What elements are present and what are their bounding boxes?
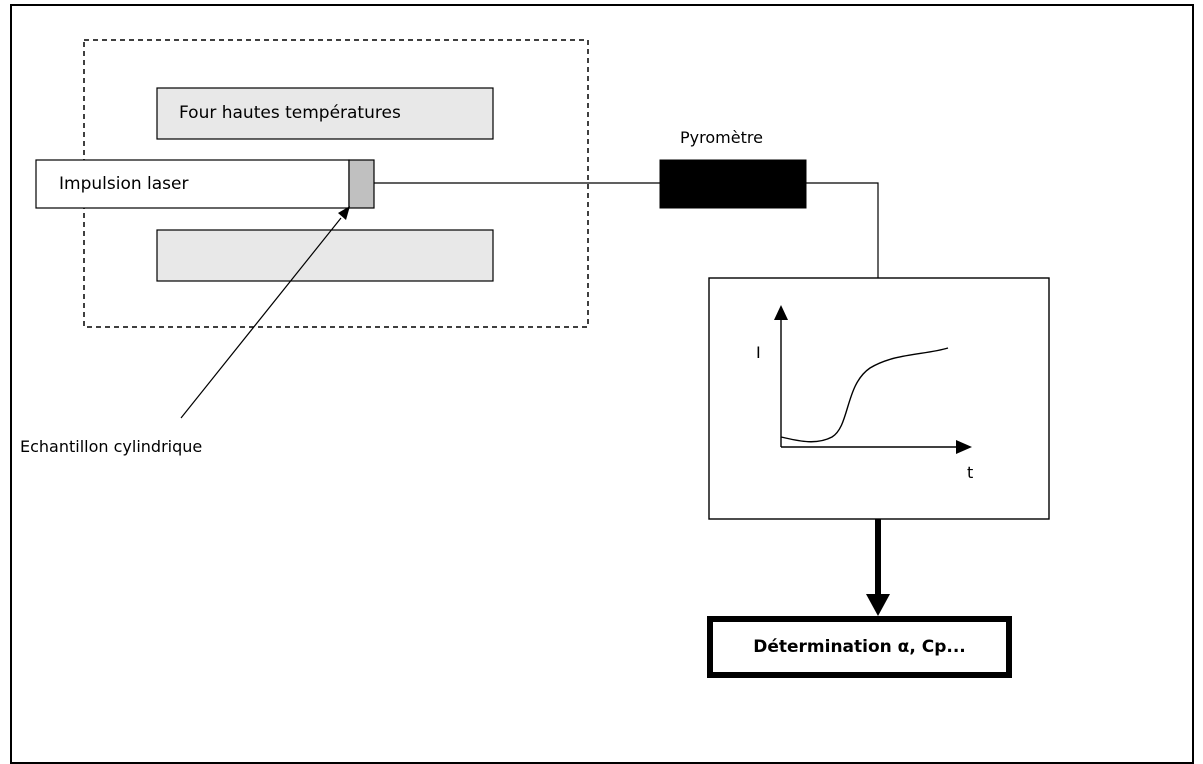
furnace-upper-element: [156, 87, 494, 140]
sample-label: Echantillon cylindrique: [20, 437, 203, 456]
pyrometer-label: Pyromètre: [680, 128, 763, 147]
graph-x-arrowhead: [956, 440, 972, 454]
sample-pointer-line: [180, 217, 342, 419]
recorder-box: [708, 277, 1050, 520]
sample-pointer-arrowhead: [338, 206, 350, 220]
furnace-enclosure: [83, 39, 589, 328]
pyrometer-block: [659, 159, 807, 209]
laser-label: Impulsion laser: [59, 174, 189, 194]
signal-line-to-recorder: [806, 182, 879, 278]
result-box: Détermination α, Cp...: [707, 616, 1012, 678]
furnace-label: Four hautes températures: [179, 103, 401, 123]
diagram-canvas: [35, 39, 1050, 616]
result-label: Détermination α, Cp...: [753, 637, 966, 657]
temperature-rise-curve: [780, 347, 949, 443]
cylindrical-sample: [348, 159, 375, 209]
graph-y-arrowhead: [774, 305, 788, 320]
graph-x-label: t: [967, 463, 974, 482]
result-arrowhead: [866, 594, 890, 616]
graph-y-label: I: [756, 343, 761, 362]
